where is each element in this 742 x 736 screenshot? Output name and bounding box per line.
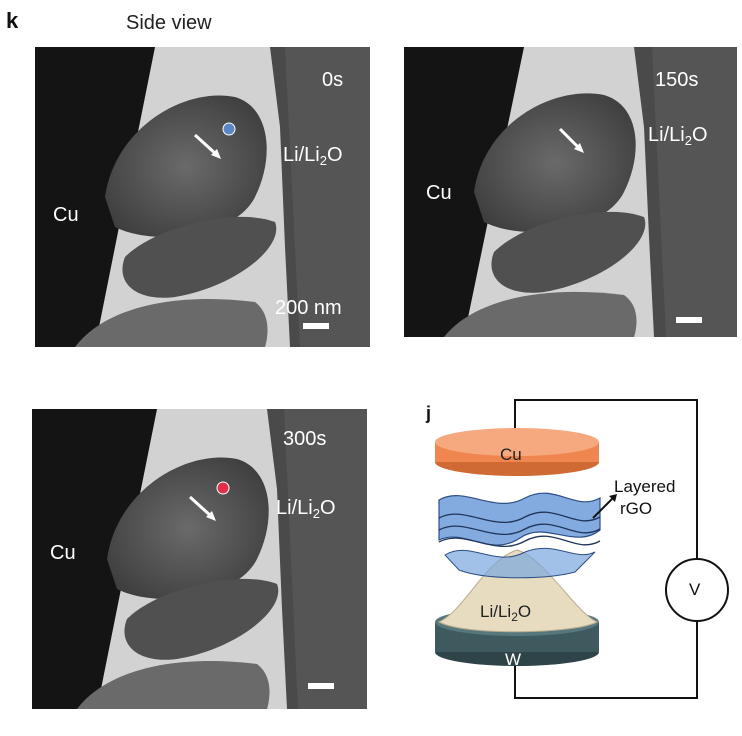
rgo-label-line2: rGO <box>620 499 653 518</box>
scale-bar <box>676 317 702 323</box>
w-electrode-label: W <box>505 650 522 669</box>
tem-micrograph <box>35 47 370 347</box>
cu-label: Cu <box>50 542 76 564</box>
panel-letter-k: k <box>6 8 19 33</box>
scale-label: 200 nm <box>275 297 342 319</box>
time-label: 150s <box>655 69 699 91</box>
tem-image-0s: 0s Cu Li/Li2O 200 nm <box>35 47 370 347</box>
voltmeter-icon <box>665 558 729 622</box>
marker-dot <box>222 122 236 136</box>
rgo-label-line1: Layered <box>614 477 676 496</box>
arrow-icon <box>558 127 582 151</box>
li-mound <box>437 549 599 633</box>
rgo-layers <box>438 492 601 579</box>
electrode-label: Li/Li2O <box>648 124 708 148</box>
scale-bar <box>308 683 334 689</box>
arrow-icon <box>193 133 219 157</box>
time-label: 0s <box>322 69 344 91</box>
marker-dot <box>216 481 230 495</box>
circuit-wire <box>514 399 698 558</box>
tem-micrograph <box>404 47 737 337</box>
electrode-label: Li/Li2O <box>276 497 336 521</box>
tem-micrograph <box>32 409 367 709</box>
scale-bar <box>303 323 329 329</box>
electrode-label: Li/Li2O <box>283 144 343 168</box>
side-view-title: Side view <box>126 12 212 34</box>
tem-image-300s: 300s Cu Li/Li2O <box>32 409 367 709</box>
arrow-icon <box>188 495 214 519</box>
cu-label: Cu <box>426 182 452 204</box>
schematic-diagram <box>435 399 729 699</box>
mound-label: Li/Li2O <box>480 602 532 624</box>
pointer-arrow-icon <box>592 497 614 519</box>
tem-image-150s: 150s Cu Li/Li2O <box>404 47 737 337</box>
cu-label: Cu <box>53 204 79 226</box>
circuit-wire <box>514 622 698 699</box>
cu-electrode-label: Cu <box>500 445 522 464</box>
panel-letter-j: j <box>426 403 432 423</box>
time-label: 300s <box>283 428 327 450</box>
voltmeter-label: V <box>689 580 701 599</box>
